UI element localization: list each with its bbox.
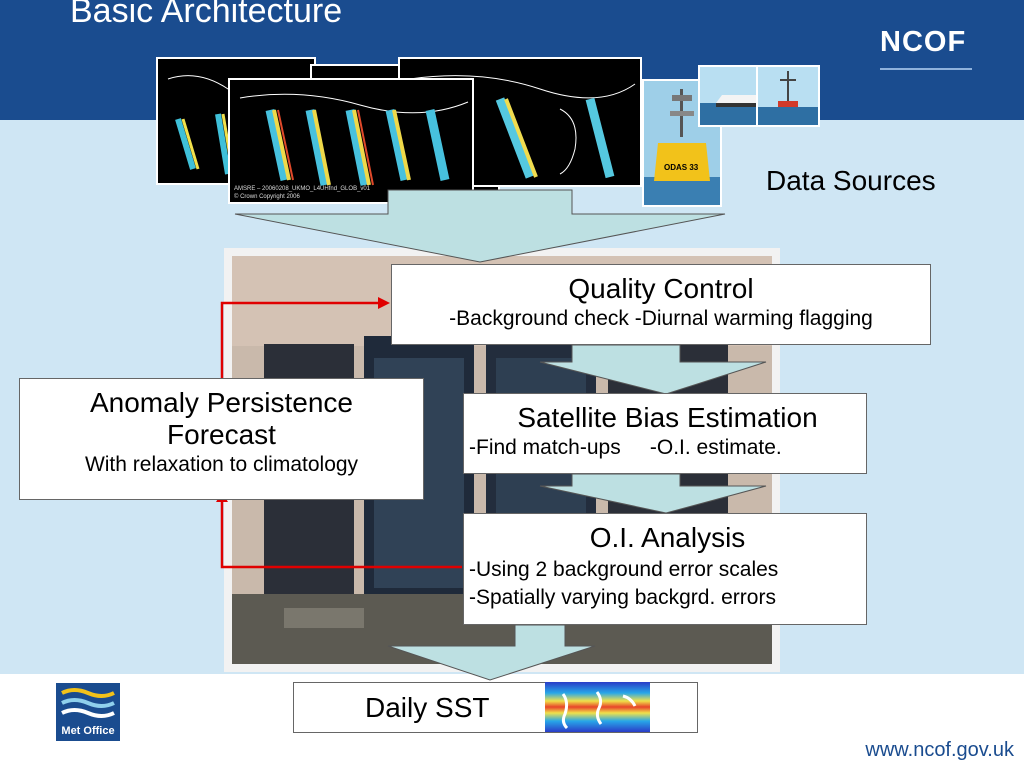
footer-url[interactable]: www.ncof.gov.uk bbox=[865, 739, 1014, 761]
oi-analysis-box: O.I. Analysis -Using 2 background error … bbox=[463, 513, 867, 625]
met-office-waves-icon bbox=[61, 688, 115, 718]
sst-map-thumbnail bbox=[545, 682, 650, 732]
slide-title: Basic Architecture bbox=[70, 0, 343, 30]
satellite-map-caption: AMSRE – 20060208_UKMO_L4UHfnd_GLOB_v01 bbox=[234, 186, 371, 192]
met-office-logo: Met Office bbox=[56, 683, 120, 741]
satellite-map-copyright: © Crown Copyright 2006 bbox=[234, 194, 300, 200]
oi-analysis-title: O.I. Analysis bbox=[589, 522, 746, 553]
quality-control-details: -Background check -Diurnal warming flagg… bbox=[449, 307, 873, 330]
data-sources-label: Data Sources bbox=[766, 165, 936, 196]
satellite-map-image-4: AMSRE – 20060208_UKMO_L4UHfnd_GLOB_v01 ©… bbox=[228, 78, 474, 204]
anomaly-subtitle: With relaxation to climatology bbox=[84, 453, 359, 476]
anomaly-title-line1: Anomaly Persistence bbox=[89, 387, 353, 418]
satellite-bias-box: Satellite Bias Estimation -Find match-up… bbox=[463, 393, 867, 474]
oi-analysis-detail-1: -Using 2 background error scales bbox=[469, 558, 779, 581]
feedback-arrowhead-qc bbox=[378, 297, 390, 309]
platform-photo bbox=[756, 65, 820, 127]
satellite-bias-details: -Find match-ups -O.I. estimate. bbox=[469, 436, 782, 459]
anomaly-title-line2: Forecast bbox=[167, 419, 276, 450]
ncof-logo: NCOF bbox=[880, 26, 967, 58]
bias-to-oi-arrow bbox=[539, 473, 767, 514]
quality-control-box: Quality Control -Background check -Diurn… bbox=[391, 264, 931, 345]
met-office-label: Met Office bbox=[61, 725, 115, 737]
daily-sst-box: Daily SST bbox=[293, 682, 698, 733]
ncof-logo-underline bbox=[880, 68, 972, 70]
anomaly-persistence-box: Anomaly Persistence Forecast With relaxa… bbox=[19, 378, 424, 500]
feedback-line-to-qc bbox=[220, 301, 380, 378]
oi-analysis-detail-2: -Spatially varying backgrd. errors bbox=[469, 586, 776, 609]
satellite-bias-title: Satellite Bias Estimation bbox=[517, 402, 818, 433]
quality-control-title: Quality Control bbox=[568, 273, 754, 304]
daily-sst-title: Daily SST bbox=[365, 692, 490, 723]
feedback-line-to-anomaly bbox=[220, 500, 462, 569]
oi-to-daily-arrow bbox=[387, 624, 596, 681]
data-sources-funnel-arrow bbox=[234, 189, 726, 263]
qc-to-bias-arrow bbox=[539, 344, 767, 395]
buoy-label: ODAS 33 bbox=[664, 163, 699, 172]
